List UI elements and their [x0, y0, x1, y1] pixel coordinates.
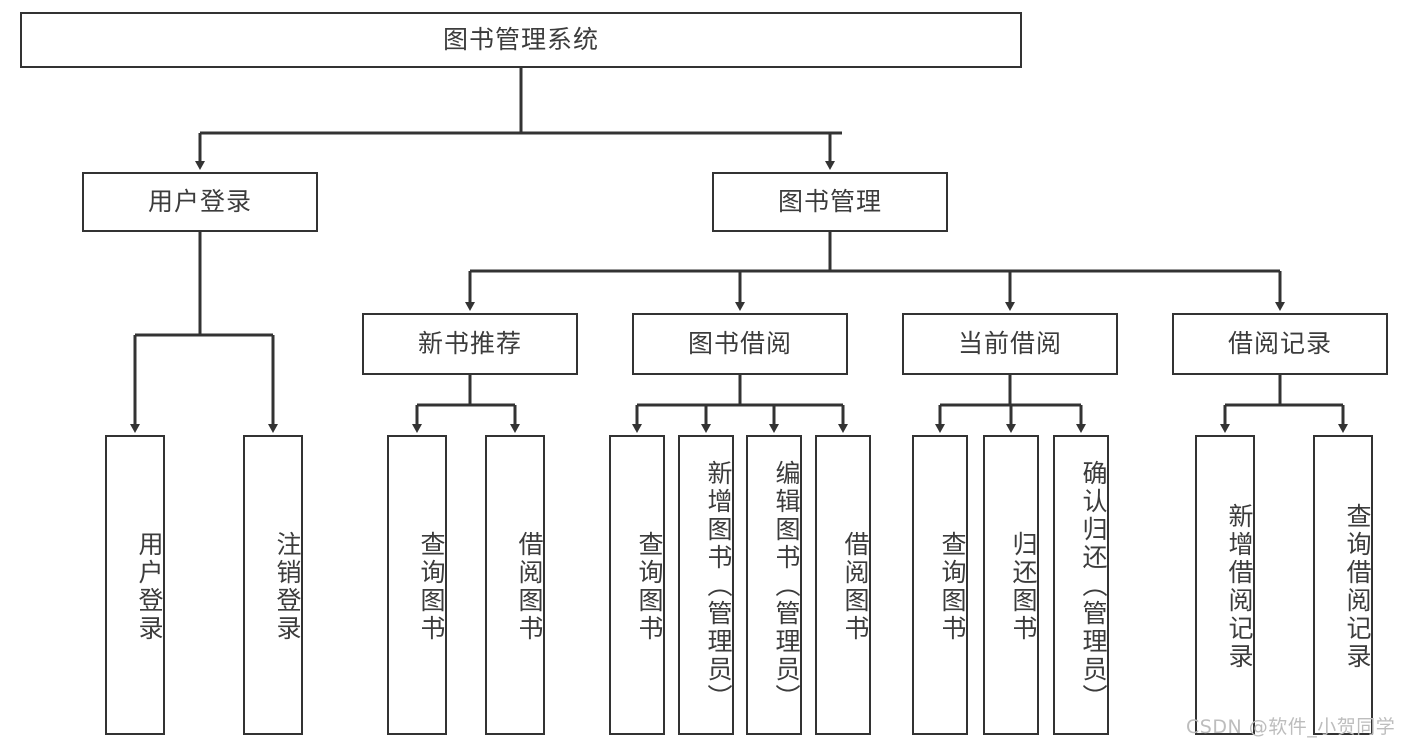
node-book-manage[interactable]: 图书管理	[712, 172, 948, 232]
node-leaf-borrow-book[interactable]: 借阅图书	[815, 435, 871, 735]
node-leaf-add-borrow-record[interactable]: 新增借阅记录	[1195, 435, 1255, 735]
node-user-login[interactable]: 用户登录	[82, 172, 318, 232]
node-leaf-query-book-recommend-label: 查询图书	[417, 531, 446, 643]
node-leaf-add-borrow-record-label: 新增借阅记录	[1225, 503, 1254, 671]
node-user-login-label: 用户登录	[147, 187, 252, 217]
node-leaf-query-book-borrow-label: 查询图书	[635, 531, 664, 643]
node-leaf-query-book-current-label: 查询图书	[938, 531, 967, 643]
node-leaf-user-logout[interactable]: 注销登录	[243, 435, 303, 735]
node-leaf-edit-book[interactable]: 编辑图书（管理员）	[746, 435, 802, 735]
node-leaf-borrow-book-recommend[interactable]: 借阅图书	[485, 435, 545, 735]
node-leaf-query-borrow-record[interactable]: 查询借阅记录	[1313, 435, 1373, 735]
csdn-watermark: CSDN @软件_小贺同学	[1186, 716, 1396, 738]
node-new-book-recommend-label: 新书推荐	[417, 329, 522, 359]
node-borrow-record-label: 借阅记录	[1227, 329, 1332, 359]
node-leaf-query-book-borrow[interactable]: 查询图书	[609, 435, 665, 735]
node-leaf-user-logout-label: 注销登录	[273, 531, 302, 643]
node-root[interactable]: 图书管理系统	[20, 12, 1022, 68]
node-leaf-confirm-return[interactable]: 确认归还（管理员）	[1053, 435, 1109, 735]
node-current-borrow[interactable]: 当前借阅	[902, 313, 1118, 375]
node-leaf-user-login[interactable]: 用户登录	[105, 435, 165, 735]
node-new-book-recommend[interactable]: 新书推荐	[362, 313, 578, 375]
node-leaf-return-book-label: 归还图书	[1009, 531, 1038, 643]
node-leaf-confirm-return-label: 确认归还（管理员）	[1079, 460, 1108, 712]
node-leaf-edit-book-label: 编辑图书（管理员）	[772, 460, 801, 712]
node-root-label: 图书管理系统	[442, 25, 599, 55]
node-leaf-return-book[interactable]: 归还图书	[983, 435, 1039, 735]
node-leaf-borrow-book-label: 借阅图书	[841, 531, 870, 643]
node-leaf-borrow-book-recommend-label: 借阅图书	[515, 531, 544, 643]
node-book-manage-label: 图书管理	[777, 187, 882, 217]
node-leaf-query-borrow-record-label: 查询借阅记录	[1343, 503, 1372, 671]
node-book-borrow-label: 图书借阅	[687, 329, 792, 359]
node-leaf-query-book-current[interactable]: 查询图书	[912, 435, 968, 735]
node-leaf-query-book-recommend[interactable]: 查询图书	[387, 435, 447, 735]
node-leaf-add-book-label: 新增图书（管理员）	[704, 460, 733, 712]
node-borrow-record[interactable]: 借阅记录	[1172, 313, 1388, 375]
node-leaf-user-login-label: 用户登录	[135, 531, 164, 643]
node-book-borrow[interactable]: 图书借阅	[632, 313, 848, 375]
node-current-borrow-label: 当前借阅	[957, 329, 1062, 359]
node-leaf-add-book[interactable]: 新增图书（管理员）	[678, 435, 734, 735]
